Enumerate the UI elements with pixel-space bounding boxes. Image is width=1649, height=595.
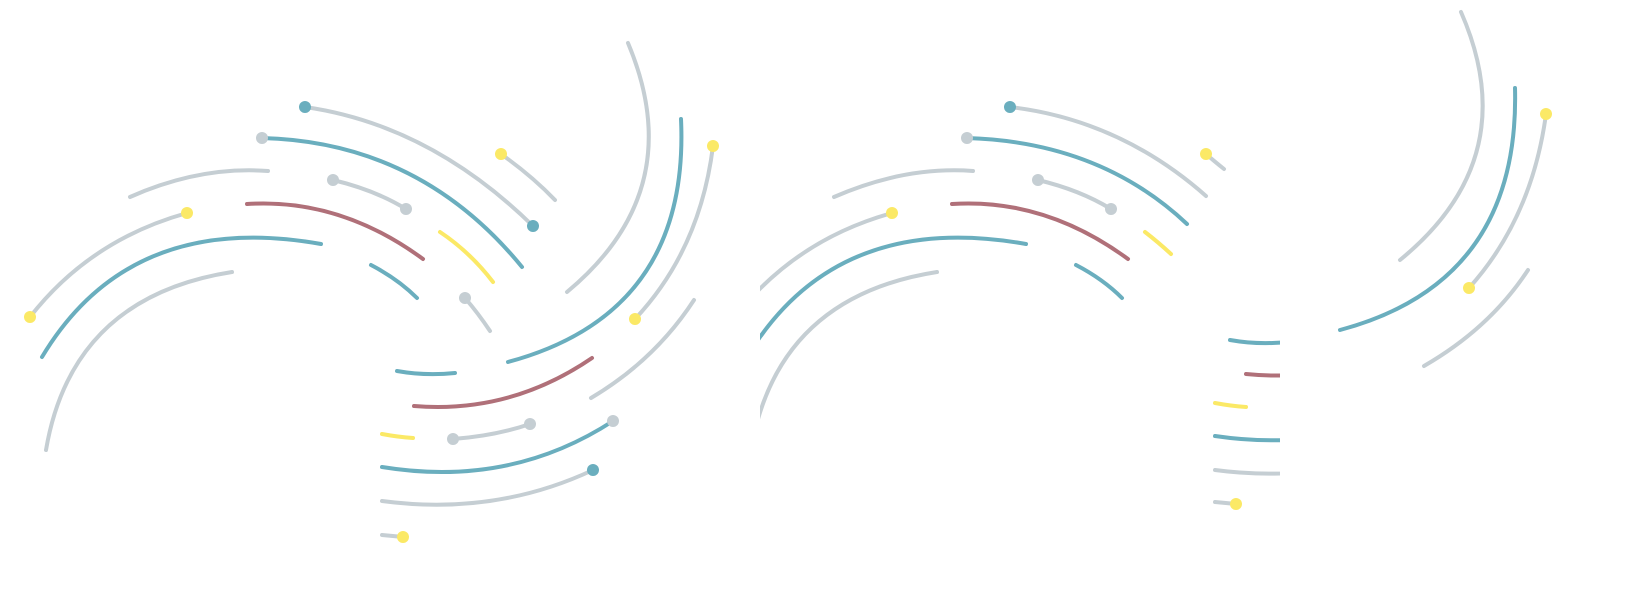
arc-teal-long (260, 136, 524, 269)
arc-teal-short (1228, 338, 1280, 346)
dot-gray (327, 174, 339, 186)
arc-gray-short (1036, 178, 1113, 211)
arc-gray-outer (760, 211, 894, 292)
arc-gray (1467, 112, 1548, 290)
dot-gray (1440, 384, 1452, 396)
arc-gray-wide (1213, 468, 1280, 476)
dot-gray (400, 203, 412, 215)
dot-gray (1032, 174, 1044, 186)
dot-gray (524, 418, 536, 430)
dot-yellow (181, 207, 193, 219)
arc-gray-top (303, 105, 535, 228)
dot-teal (299, 101, 311, 113)
dot-gray (256, 132, 268, 144)
dot-gray (1280, 402, 1292, 414)
arc-gray-inner (44, 270, 234, 452)
arc-teal-tall (1338, 86, 1518, 332)
arc-teal-tall (506, 117, 684, 364)
dot-teal (527, 220, 539, 232)
arc-gray-short (1286, 393, 1364, 408)
arc-teal-mid (40, 235, 323, 359)
dot-teal (587, 464, 599, 476)
arc-rose (245, 201, 425, 261)
arc-gray-wide (380, 468, 595, 507)
dot-yellow (629, 313, 641, 325)
dot-yellow (24, 311, 36, 323)
dot-yellow (397, 531, 409, 543)
arc-gray-inner (760, 270, 939, 420)
arc-teal-wide (380, 419, 615, 474)
arc-teal-short (395, 369, 457, 377)
dot-gray (1358, 387, 1370, 399)
arc-yellow-short (1143, 230, 1173, 256)
arc-teal-short (1074, 263, 1124, 300)
arc-gray (589, 298, 696, 400)
dot-gray (1105, 203, 1117, 215)
dot-yellow (1463, 282, 1475, 294)
arc-rose (1244, 372, 1280, 378)
dot-gray (607, 415, 619, 427)
dot-yellow (886, 207, 898, 219)
dot-gray (459, 292, 471, 304)
arc-rose (412, 356, 594, 409)
arc-gray-short (331, 178, 408, 211)
arc-teal-long (965, 136, 1189, 226)
arc-gray (128, 168, 270, 199)
dot-teal (1004, 101, 1016, 113)
swirl-motif-left (24, 41, 719, 543)
dot-yellow (729, 311, 741, 323)
arc-gray-outer (28, 211, 189, 319)
arc-gray (499, 152, 557, 202)
arc-teal-short (369, 263, 419, 300)
arc-teal-mid (760, 235, 1028, 341)
arc-teal-wide (1213, 434, 1280, 443)
arc-yellow (438, 230, 495, 284)
dot-yellow (495, 148, 507, 160)
dot-gray (961, 132, 973, 144)
arc-gray-short (463, 296, 492, 333)
dot-yellow (1200, 148, 1212, 160)
arc-yellow-short (1213, 401, 1248, 409)
dot-gray (447, 433, 459, 445)
arc-gray-short (451, 422, 532, 441)
arc-gray (633, 144, 715, 321)
dot-teal (1421, 432, 1433, 444)
dot-yellow (1230, 498, 1242, 510)
arc-gray-tall (565, 41, 651, 294)
dot-yellow (707, 140, 719, 152)
swirl-motif-right (729, 101, 1452, 510)
arc-gray-top (1008, 105, 1208, 198)
arc-gray (1422, 268, 1530, 368)
dot-yellow (1540, 108, 1552, 120)
arc-gray (832, 168, 975, 199)
swirl-motif-right-edge (1338, 10, 1552, 368)
arc-yellow-short (380, 432, 415, 440)
arc-rose (950, 201, 1130, 261)
arc-gray-tall (1398, 10, 1485, 262)
